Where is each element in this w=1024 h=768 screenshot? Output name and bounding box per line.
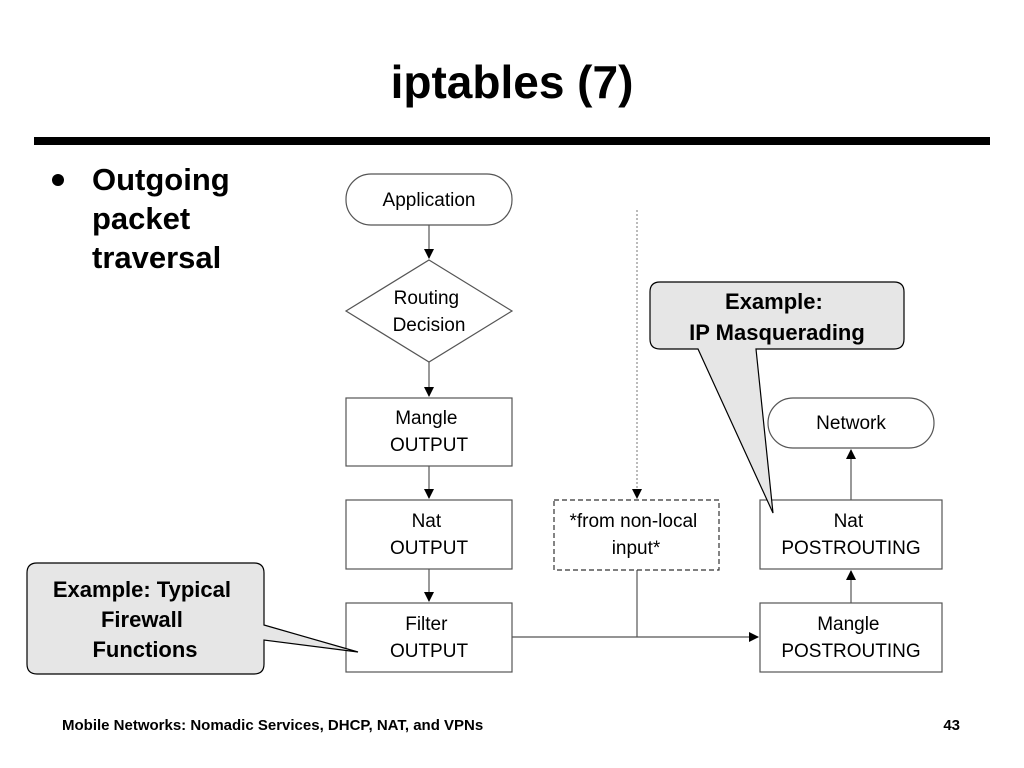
bullet-text: Outgoing packet traversal xyxy=(92,162,230,275)
firewall-label: Example: Typical Firewall Functions xyxy=(53,577,237,662)
footer-course-title: Mobile Networks: Nomadic Services, DHCP,… xyxy=(62,717,484,734)
page-number: 43 xyxy=(943,717,960,734)
slide-title: iptables (7) xyxy=(390,56,634,108)
nat-output-label: Nat OUTPUT xyxy=(390,511,469,559)
filter-output-node xyxy=(345,602,513,673)
mangle-postrouting-node xyxy=(759,602,943,673)
nat-output-node xyxy=(345,499,513,570)
ip-masquerading-callout xyxy=(649,281,905,514)
nat-postrouting-label: Nat POSTROUTING xyxy=(781,511,920,559)
mangle-output-label: Mangle OUTPUT xyxy=(390,408,469,456)
application-label: Application xyxy=(383,190,476,211)
nonlocal-input-node xyxy=(553,499,720,571)
mangle-output-node xyxy=(345,397,513,467)
routing-decision-label: Routing Decision xyxy=(393,288,466,336)
firewall-callout xyxy=(26,562,359,675)
network-label: Network xyxy=(816,413,886,434)
routing-decision-node xyxy=(344,259,514,363)
title-divider xyxy=(34,137,990,145)
network-node xyxy=(767,397,935,449)
nat-postrouting-node xyxy=(759,499,943,570)
bullet-dot-icon xyxy=(52,174,64,186)
mangle-postrouting-label: Mangle POSTROUTING xyxy=(781,614,920,662)
filter-output-label: Filter OUTPUT xyxy=(390,614,469,662)
nonlocal-input-label: *from non-local input* xyxy=(569,511,702,559)
ip-masquerading-label: Example: IP Masquerading xyxy=(689,289,865,345)
application-node xyxy=(345,173,513,226)
